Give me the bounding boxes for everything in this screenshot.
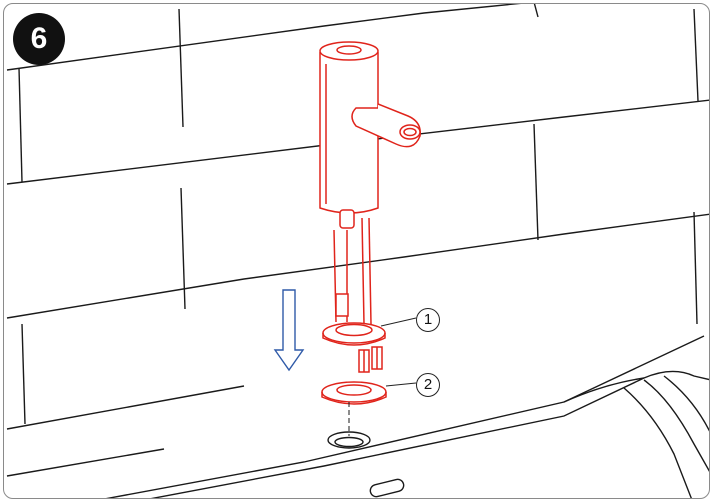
tap-assembly <box>319 41 421 405</box>
step-number-badge: 6 <box>13 13 65 65</box>
callout-1: 1 <box>416 308 440 332</box>
callout-2: 2 <box>416 373 440 397</box>
tile-row-line-3 <box>6 385 245 430</box>
tile-joint-v8 <box>693 211 698 325</box>
tile-joint-v2 <box>533 4 539 18</box>
tile-joint-v3 <box>18 67 23 183</box>
arrow-down-icon <box>273 289 305 372</box>
tap-hole <box>327 431 371 449</box>
sink-basin <box>6 335 709 498</box>
tile-row-line-top <box>6 4 522 71</box>
callout-leaders <box>380 317 417 387</box>
tile-joint-v7 <box>21 323 26 425</box>
tile-row-line-1 <box>6 99 709 185</box>
tile-joint-v5 <box>180 187 186 310</box>
installation-illustration <box>6 4 709 498</box>
hose-right <box>361 217 365 325</box>
tile-wall <box>6 4 709 430</box>
tile-joint-v1 <box>178 8 184 128</box>
illustration-frame: 6 1 2 <box>3 3 710 499</box>
tile-row-line-2 <box>6 213 709 319</box>
tile-joint-v4 <box>693 8 699 102</box>
tile-joint-v6 <box>533 123 539 241</box>
